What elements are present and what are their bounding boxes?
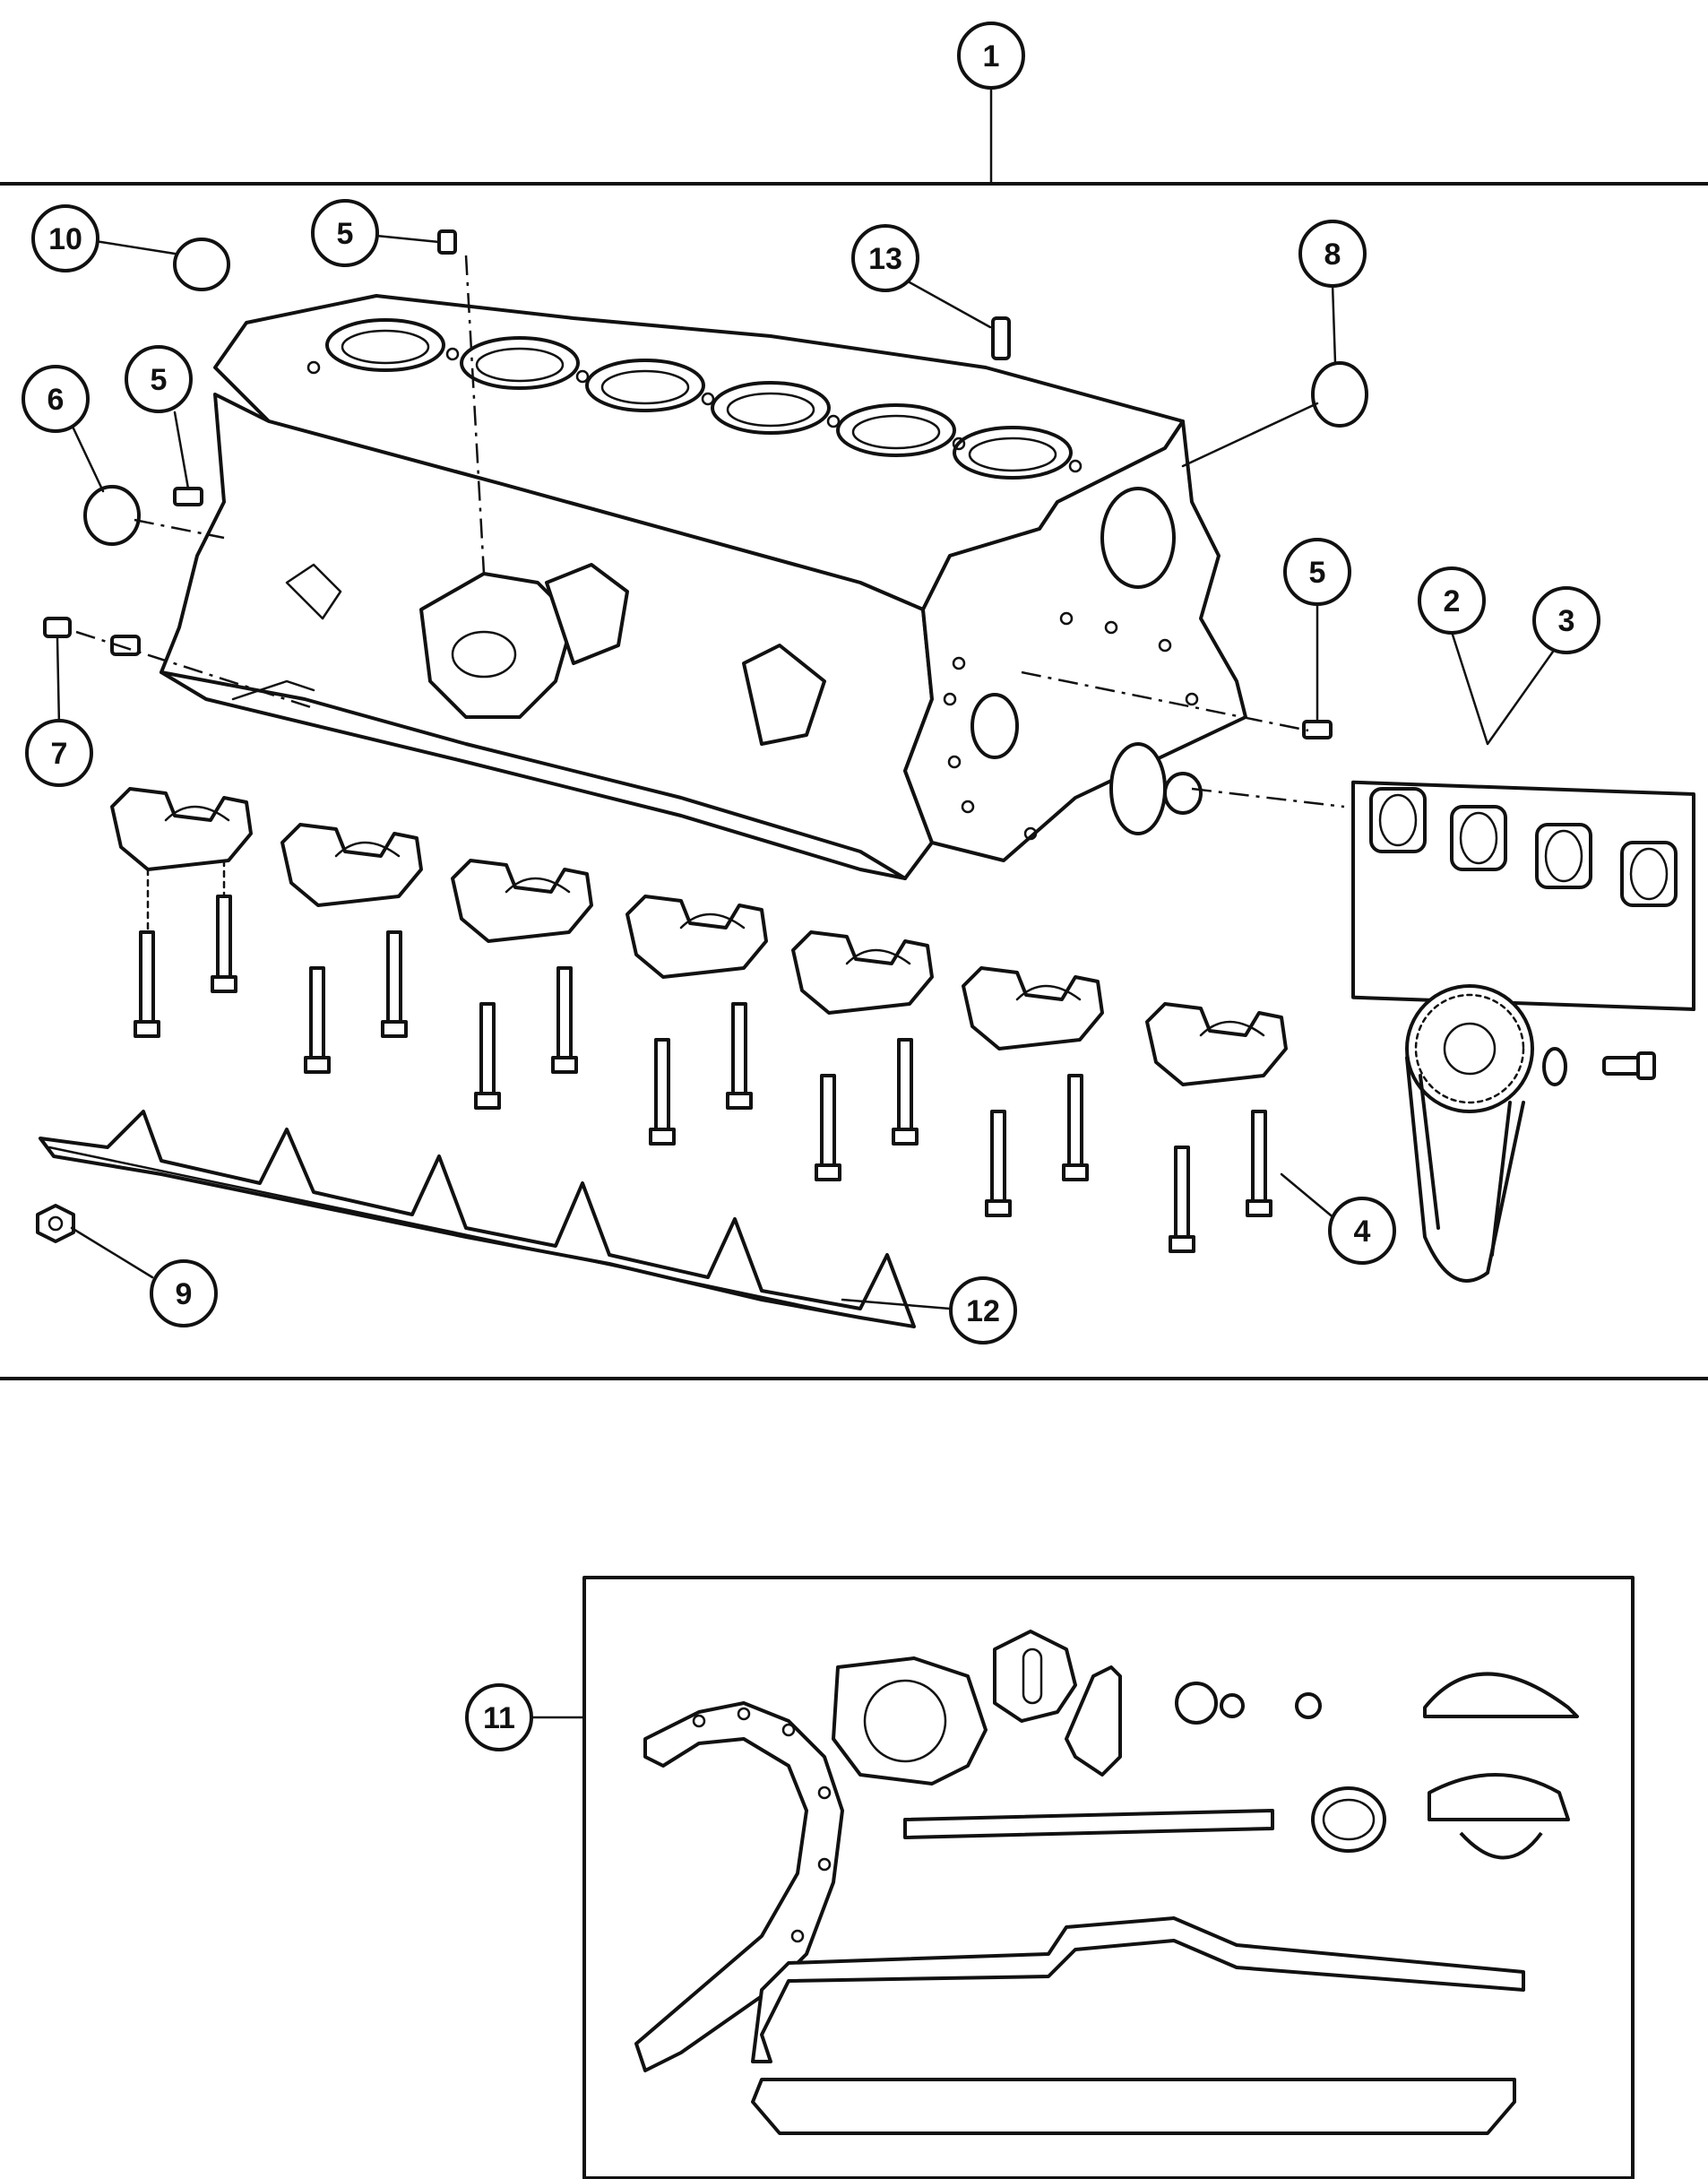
callout-4: 4 xyxy=(1328,1197,1396,1265)
callout-6-label: 6 xyxy=(47,383,65,417)
callout-13-label: 13 xyxy=(868,242,902,276)
section-divider-top xyxy=(0,86,1708,1380)
main-bearing-caps xyxy=(110,787,1288,1253)
callout-11-label: 11 xyxy=(483,1701,515,1735)
engine-block xyxy=(160,294,1247,880)
small-parts xyxy=(36,229,1368,1243)
callout-4-label: 4 xyxy=(1354,1215,1371,1249)
callout-9-label: 9 xyxy=(176,1277,193,1311)
callout-5-left: 5 xyxy=(125,345,193,413)
callout-12: 12 xyxy=(949,1276,1017,1345)
callout-7-label: 7 xyxy=(51,737,68,771)
callout-8: 8 xyxy=(1298,220,1367,288)
callout-2: 2 xyxy=(1418,566,1486,635)
callout-6: 6 xyxy=(22,365,90,433)
callout-10-label: 10 xyxy=(48,222,82,256)
callout-11: 11 xyxy=(465,1683,533,1751)
callout-5-top: 5 xyxy=(311,199,379,267)
callout-7: 7 xyxy=(25,719,93,787)
callout-9: 9 xyxy=(150,1259,218,1327)
callout-5-top-label: 5 xyxy=(337,217,354,251)
callout-3-label: 3 xyxy=(1558,604,1575,638)
callout-5-left-label: 5 xyxy=(151,363,168,397)
callout-13: 13 xyxy=(851,224,919,292)
callout-10: 10 xyxy=(31,204,99,272)
timing-sprocket-chain xyxy=(1405,984,1656,1283)
callout-5-right: 5 xyxy=(1283,538,1351,606)
gasket-kit-box xyxy=(582,1576,1635,2179)
callout-8-label: 8 xyxy=(1324,238,1341,272)
callout-2-label: 2 xyxy=(1444,584,1461,618)
callout-3: 3 xyxy=(1532,586,1600,654)
main-bearing-girdle xyxy=(39,1110,916,1328)
cam-bearings-panel xyxy=(1351,780,1695,1012)
callout-1: 1 xyxy=(957,22,1025,90)
callout-12-label: 12 xyxy=(966,1294,1000,1328)
callout-5-right-label: 5 xyxy=(1309,556,1326,590)
leader-lines xyxy=(56,233,1566,1719)
callout-1-label: 1 xyxy=(983,39,1000,73)
